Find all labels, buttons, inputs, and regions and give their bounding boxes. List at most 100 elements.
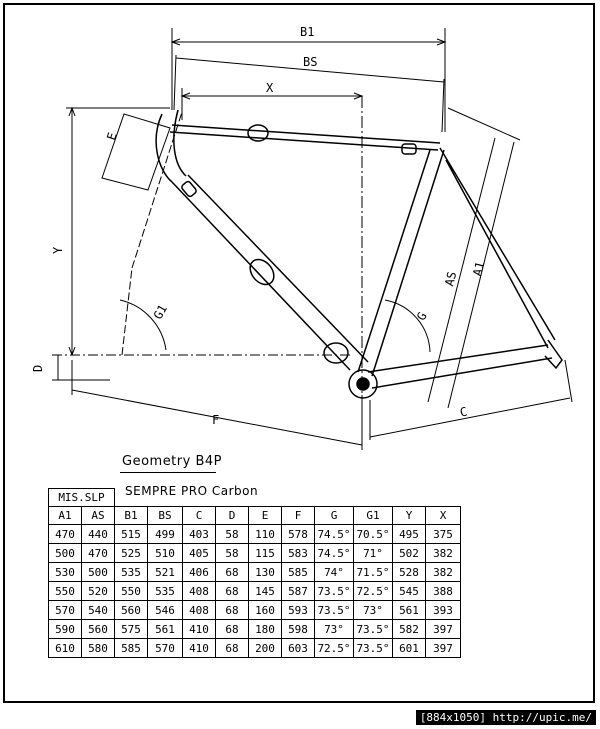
table-cell: 72.5° [314,638,354,658]
as-dimension-line [427,137,496,403]
table-cell: 405 [182,543,216,563]
table-cell: 397 [425,619,461,639]
table-cell: 403 [182,524,216,544]
dim-label-a1: A1 [470,260,487,277]
table-cell: 502 [392,543,426,563]
table-cell: 110 [248,524,282,544]
chain-stay [367,344,553,389]
table-cell: 535 [114,562,148,582]
table-cell: 70.5° [353,524,393,544]
table-cell: 145 [248,581,282,601]
table-cell: 68 [215,638,249,658]
top-tube [169,124,441,151]
table-cell: 495 [392,524,426,544]
table-cell: 535 [147,581,183,601]
table-cell: 530 [48,562,82,582]
table-cell: 408 [182,600,216,620]
table-cell: 71.5° [353,562,393,582]
table-cell: 388 [425,581,461,601]
dim-label-as: AS [442,270,459,287]
table-cell: 200 [248,638,282,658]
dim-label-y: Y [51,246,65,254]
dim-label-g1: G1 [151,302,170,322]
table-cell: 500 [81,562,115,582]
seat-tube [357,149,445,377]
table-cell: 593 [281,600,315,620]
table-cell: 521 [147,562,183,582]
g1-angle-arc [119,299,167,351]
table-cell: 546 [147,600,183,620]
dim-label-f: F [212,413,219,427]
dim-label-e: E [104,131,120,142]
table-cell: 160 [248,600,282,620]
g-angle-arc [384,299,431,353]
table-cell: 410 [182,638,216,658]
table-cell: 610 [48,638,82,658]
title-underline [120,472,216,473]
bike-frame [155,109,563,399]
head-tube [155,109,187,183]
dim-label-x: X [266,81,274,95]
table-cell: 582 [392,619,426,639]
table-cell: 598 [281,619,315,639]
column-header-b1: B1 [114,506,148,525]
table-cell: 561 [392,600,426,620]
top-tube-boss [247,124,269,142]
table-cell: 68 [215,600,249,620]
down-tube-guide [181,180,197,198]
rear-dropout [544,339,563,370]
down-tube-lower-boss [323,342,349,364]
column-header-x: X [425,506,461,525]
table-cell: 585 [114,638,148,658]
table-cell: 73.5° [314,581,354,601]
table-cell: 590 [48,619,82,639]
bs-dimension-line [175,57,445,83]
table-cell: 550 [114,581,148,601]
table-cell: 408 [182,581,216,601]
table-cell: 58 [215,543,249,563]
table-cell: 570 [48,600,82,620]
table-cell: 71° [353,543,393,563]
dim-label-b1: B1 [300,25,314,39]
table-cell: 115 [248,543,282,563]
bottom-bracket-shell [348,369,378,399]
table-cell: 510 [147,543,183,563]
table-cell: 601 [392,638,426,658]
table-cell: 73° [353,600,393,620]
table-cell: 560 [81,619,115,639]
table-cell: 561 [147,619,183,639]
table-cell: 575 [114,619,148,639]
table-cell: 440 [81,524,115,544]
e-dimension-box [101,113,171,191]
column-header-g1: G1 [353,506,393,525]
table-cell: 68 [215,619,249,639]
table-cell: 382 [425,562,461,582]
image-host-footer: [884x1050] http://upic.me/ [415,710,596,725]
down-tube [171,174,369,371]
table-cell: 73.5° [314,600,354,620]
table-cell: 73° [314,619,354,639]
table-cell: 74.5° [314,543,354,563]
table-cell: 73.5° [353,638,393,658]
f-dimension-line [71,389,363,446]
table-cell: 578 [281,524,315,544]
table-cell: 470 [48,524,82,544]
table-group-header-row: MIS.SLP [48,488,461,507]
table-cell: 500 [48,543,82,563]
table-cell: 393 [425,600,461,620]
group-header-mis-slp: MIS.SLP [48,488,115,507]
seat-clamp [401,143,417,155]
table-cell: 570 [147,638,183,658]
a1-dimension-line [447,141,515,409]
table-cell: 73.5° [353,619,393,639]
table-cell: 470 [81,543,115,563]
table-cell: 72.5° [353,581,393,601]
table-cell: 560 [114,600,148,620]
table-cell: 583 [281,543,315,563]
